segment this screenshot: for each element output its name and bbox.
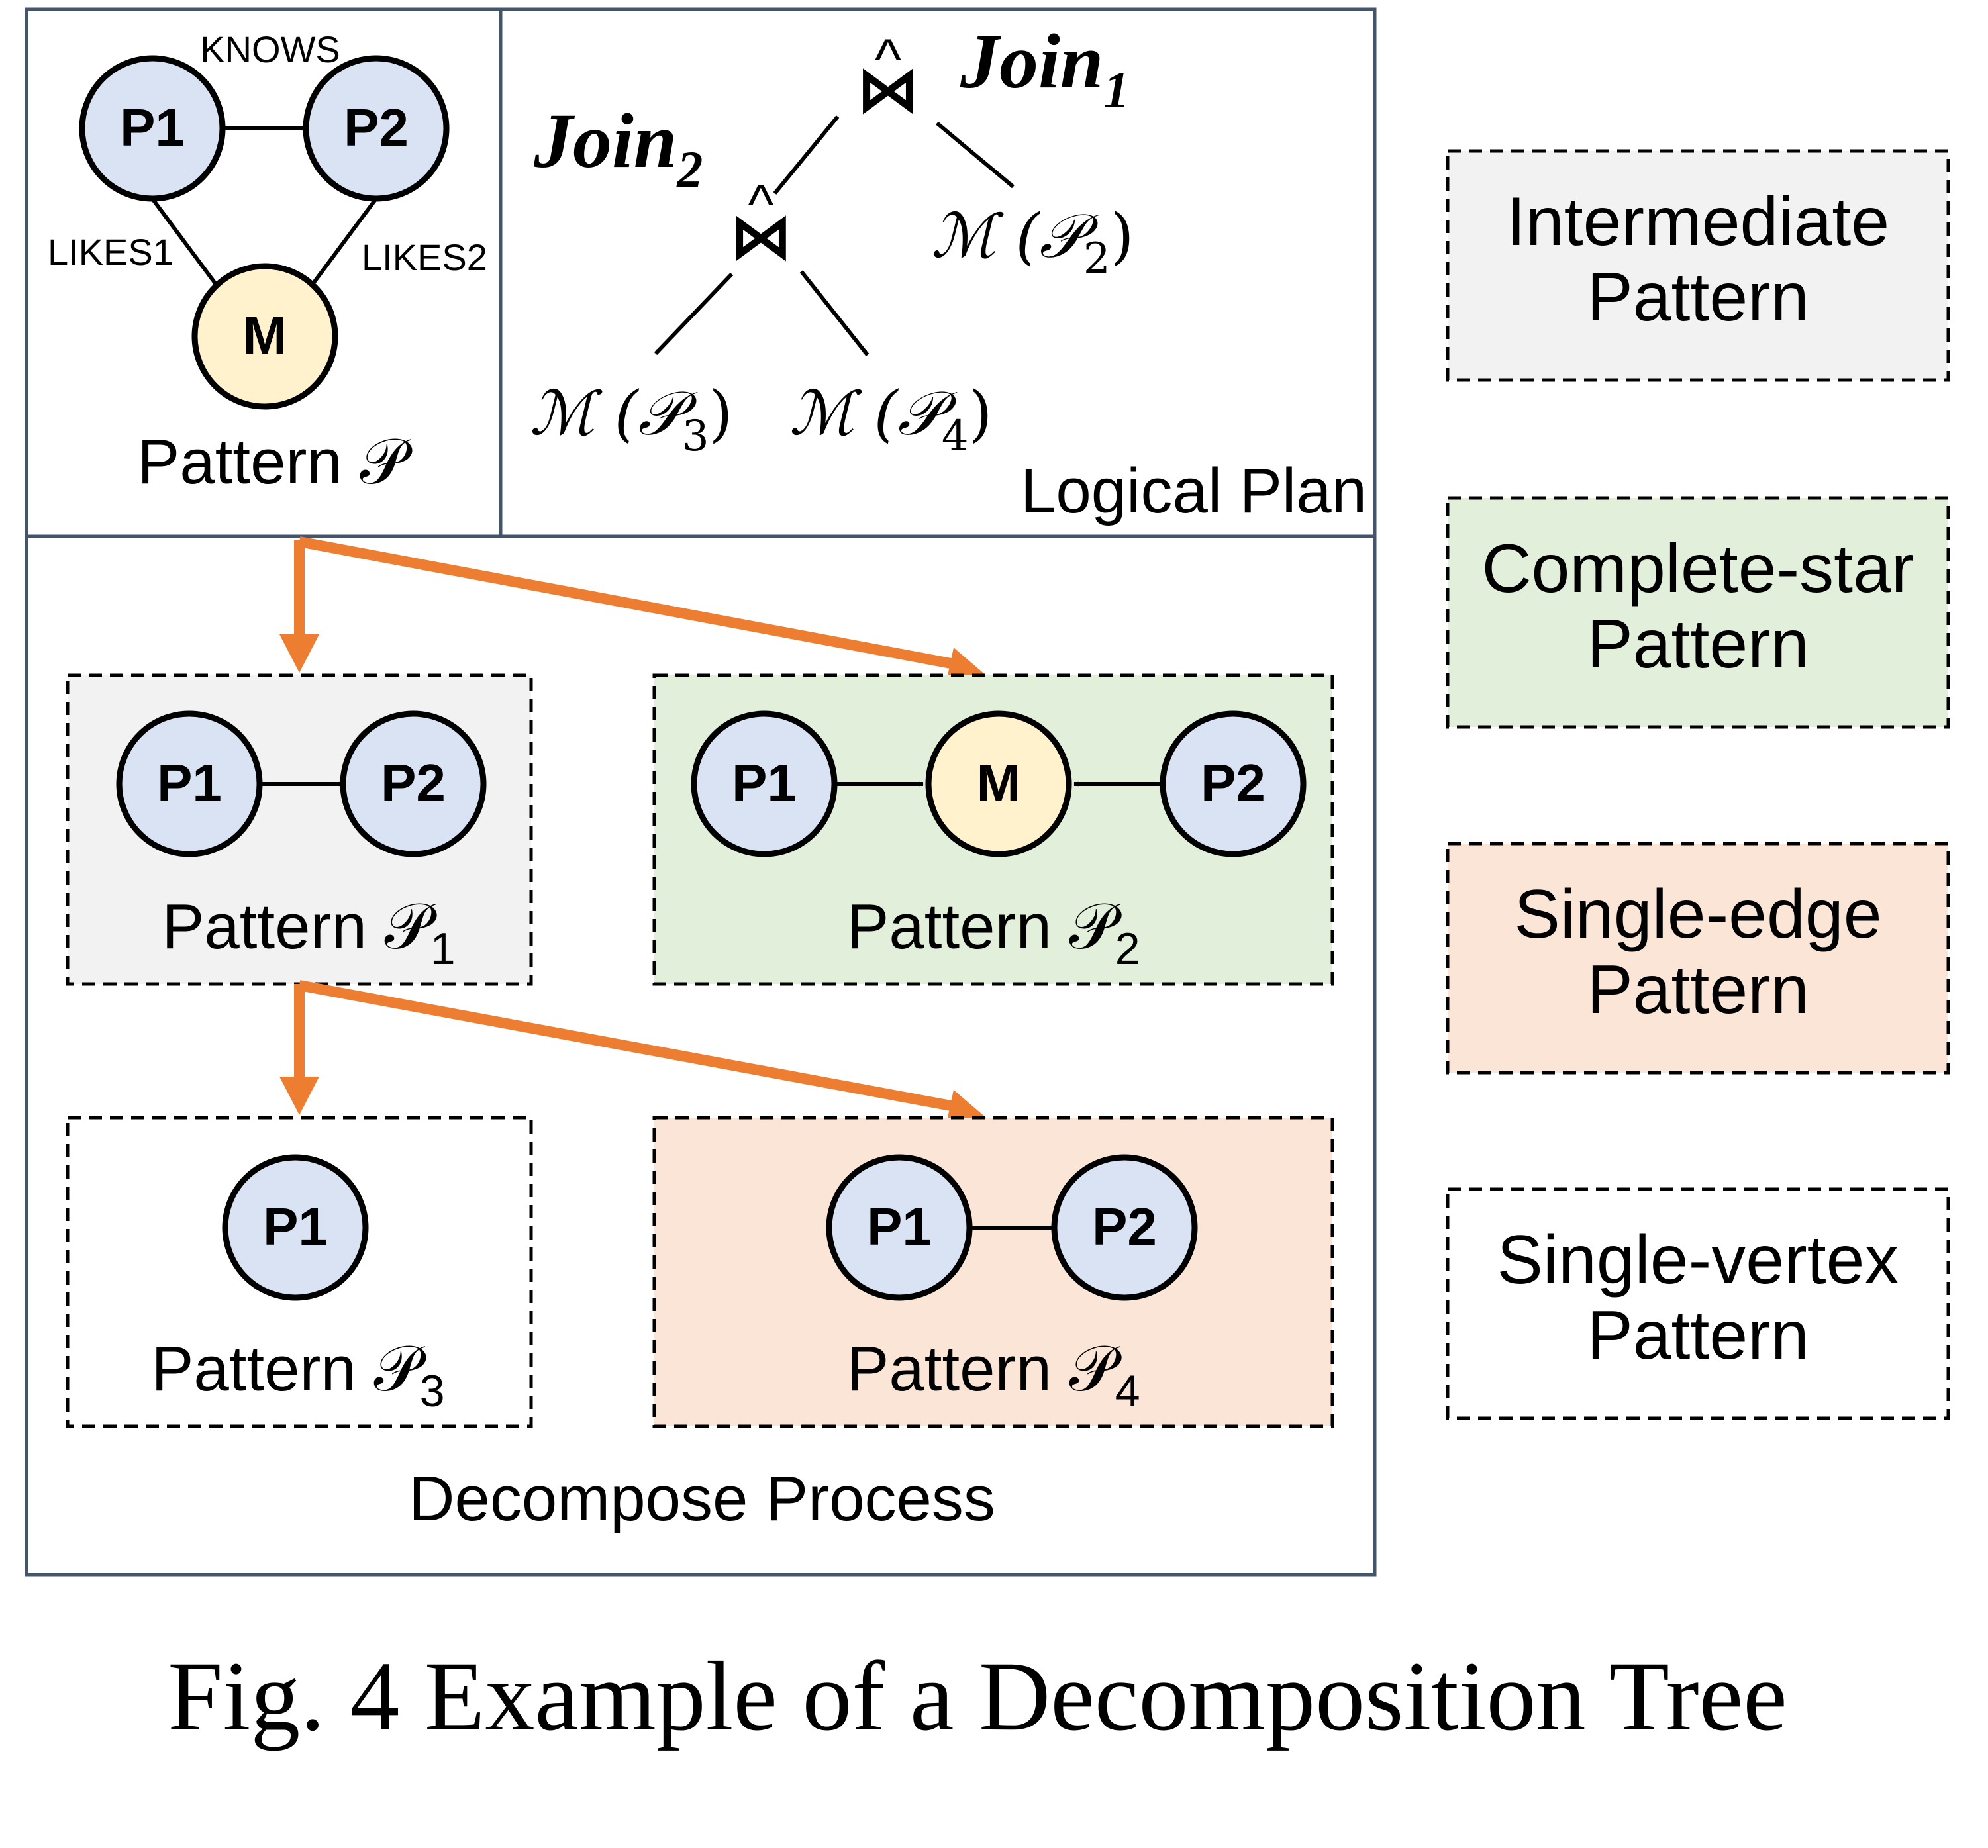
p2-vertex-p1: P1 [691,710,838,857]
logical-plan-caption: Logical Plan [1020,456,1367,526]
pattern-graph: KNOWS LIKES1 LIKES2 P1 P2 M Pattern 𝒫 [48,28,487,497]
p1-vertex-p1: P1 [116,710,263,857]
join2-label: Join2 [533,97,703,198]
orange-arrow-to-p4 [298,980,952,1111]
svg-text:Pattern: Pattern [1587,606,1809,683]
p1-vertex-p2: P2 [340,710,487,857]
p4-vertex-p2: P2 [1051,1154,1198,1301]
orange-arrowhead-p3 [279,1077,319,1115]
svg-text:⋈: ⋈ [856,54,920,125]
decompose-caption: Decompose Process [409,1463,995,1534]
pattern-p3-box: P1 Pattern 𝒫3 [66,1116,533,1428]
pattern-p3-label: Pattern 𝒫3 [151,1334,444,1416]
svg-text:Pattern: Pattern [1587,951,1809,1028]
figure-caption: Fig. 4 Example of a Decomposition Tree [168,1641,1787,1751]
svg-text:P2: P2 [1201,754,1266,812]
orange-arrowhead-p1 [279,634,319,673]
svg-text:Complete-star: Complete-star [1481,530,1914,607]
leaf-m-p3: ℳ (𝒫3) [530,378,732,461]
logical-plan-tree: ^ ⋈ Join1 ^ ⋈ Join2 ℳ (𝒫2) ℳ (𝒫3) ℳ (𝒫4)… [530,18,1367,526]
svg-text:P1: P1 [157,754,222,812]
svg-text:P2: P2 [1092,1197,1157,1256]
plan-edge-join1-mp2 [936,121,1015,189]
svg-text:Single-vertex: Single-vertex [1497,1222,1899,1298]
p4-vertex-p1: P1 [826,1154,973,1301]
svg-text:P1: P1 [867,1197,932,1256]
pattern-p2-label: Pattern 𝒫2 [846,891,1140,974]
plan-edge-join1-join2 [773,115,840,195]
legend-complete-star: Complete-star Pattern [1446,496,1950,729]
svg-text:M: M [977,754,1021,812]
vertex-m: M [191,263,338,410]
join2-operator: ^ ⋈ [729,173,793,272]
svg-text:^: ^ [875,28,901,90]
plan-edge-join2-mp3 [654,272,734,356]
svg-text:Pattern: Pattern [1587,259,1809,336]
svg-text:P2: P2 [344,98,409,157]
legend: Intermediate Pattern Complete-star Patte… [1446,149,1950,1420]
leaf-m-p4: ℳ (𝒫4) [789,378,992,461]
svg-text:Pattern: Pattern [1587,1297,1809,1374]
panel-decompose [25,534,1377,1577]
p3-vertex-p1: P1 [222,1154,369,1301]
join1-label: Join1 [960,18,1129,119]
edge-label-likes2: LIKES2 [362,236,487,278]
edge-label-likes1: LIKES1 [48,231,174,273]
join1-operator: ^ ⋈ [856,28,920,125]
decompose-process: P1 P2 Pattern 𝒫1 P1 M P2 [66,536,1334,1534]
svg-text:M: M [243,306,287,365]
svg-text:⋈: ⋈ [729,201,793,272]
legend-single-edge: Single-edge Pattern [1446,842,1950,1075]
pattern-caption: Pattern 𝒫 [137,426,413,497]
svg-text:P1: P1 [732,754,797,812]
orange-arrow-to-p2 [298,536,952,669]
vertex-p2: P2 [303,55,450,202]
plan-edge-join2-mp4 [799,270,870,356]
p2-vertex-m: M [925,710,1072,857]
pattern-p1-label: Pattern 𝒫1 [162,891,455,974]
vertex-p1: P1 [79,55,226,202]
pattern-p4-box: P1 P2 Pattern 𝒫4 [652,1116,1334,1428]
svg-text:P1: P1 [120,98,185,157]
svg-text:P2: P2 [381,754,446,812]
svg-text:^: ^ [748,173,773,236]
edge-likes1 [150,197,219,287]
legend-intermediate: Intermediate Pattern [1446,149,1950,382]
edge-label-knows: KNOWS [200,28,340,70]
pattern-p1-box: P1 P2 Pattern 𝒫1 [66,673,533,986]
p2-vertex-p2: P2 [1160,710,1307,857]
pattern-p2-box: P1 M P2 Pattern 𝒫2 [652,673,1334,986]
leaf-m-p2: ℳ (𝒫2) [931,201,1134,283]
edge-likes2 [309,197,378,287]
svg-text:Intermediate: Intermediate [1507,183,1889,260]
legend-single-vertex: Single-vertex Pattern [1446,1187,1950,1420]
svg-text:P1: P1 [263,1197,328,1256]
pattern-p4-label: Pattern 𝒫4 [846,1334,1140,1416]
svg-text:Single-edge: Single-edge [1514,876,1881,953]
